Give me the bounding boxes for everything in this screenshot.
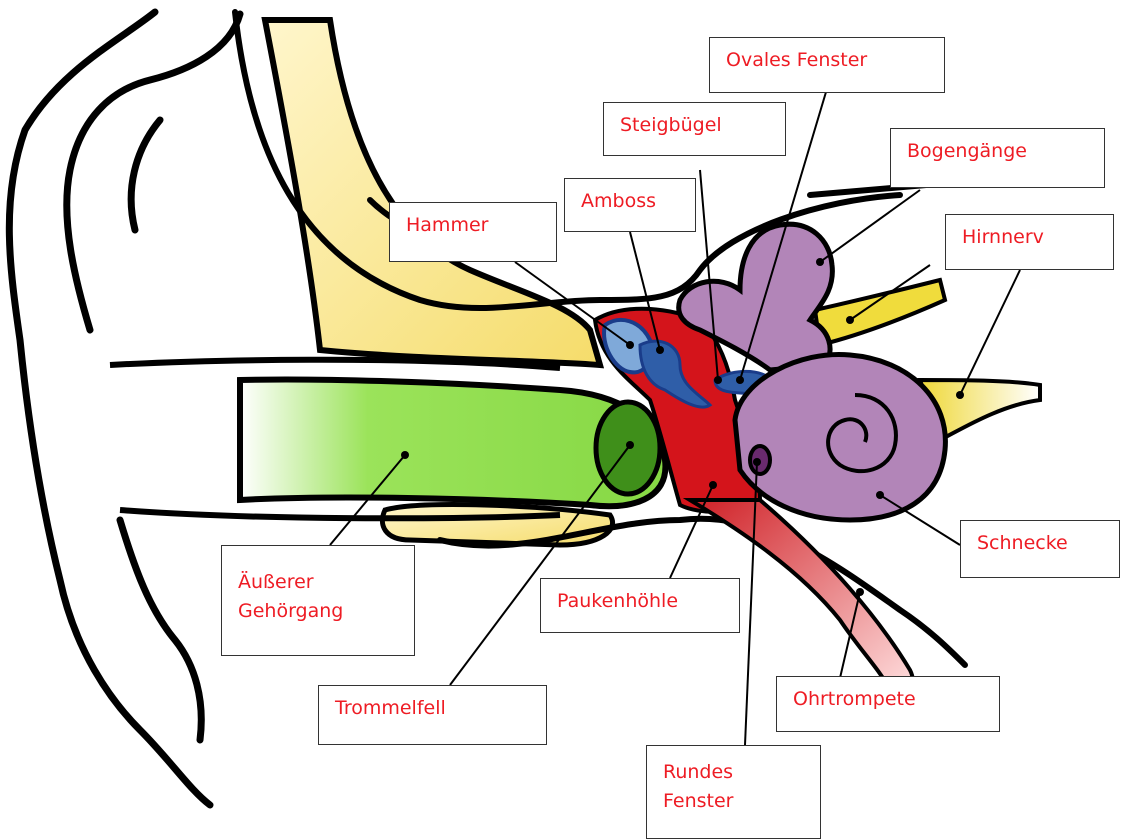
nerve-upper [815,280,945,345]
label-amboss: Amboss [564,178,696,232]
label-steigbuegel: Steigbügel [603,102,786,156]
label-aeusserer-gehoergang: Äußerer Gehörgang [221,545,415,656]
label-ohrtrompete: Ohrtrompete [776,676,1000,732]
temporal-bone-lower [382,505,612,545]
label-paukenhoehle: Paukenhöhle [540,578,740,633]
label-schnecke: Schnecke [960,520,1120,578]
label-ovales-fenster: Ovales Fenster [709,37,945,93]
cochlea [735,354,945,520]
label-trommelfell: Trommelfell [318,685,547,745]
temporal-bone-upper [265,20,600,365]
label-rundes-fenster: Rundes Fenster [646,745,821,839]
pinna [9,12,240,805]
label-bogengaenge: Bogengänge [890,128,1105,188]
label-hammer: Hammer [389,202,557,262]
label-hirnnerv: Hirnnerv [945,214,1114,270]
